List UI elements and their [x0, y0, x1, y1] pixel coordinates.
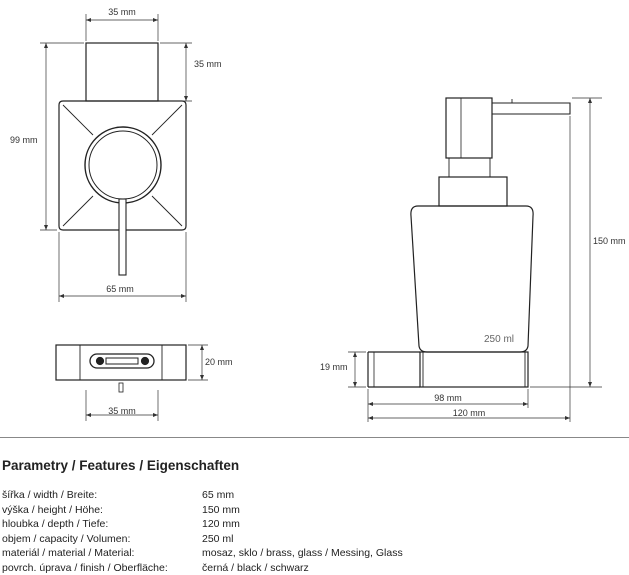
table-row: hloubka / depth / Tiefe: 120 mm	[2, 517, 403, 532]
dim-plate-height: 20 mm	[205, 357, 233, 367]
feature-value: 120 mm	[202, 517, 403, 532]
bottle-collar	[439, 177, 507, 206]
dim-base-height: 19 mm	[320, 362, 348, 372]
technical-drawing: 35 mm 35 mm 99 mm 65 mm 20 mm 35 mm	[0, 0, 629, 430]
dim-top-width: 35 mm	[108, 7, 136, 17]
feature-value: 250 ml	[202, 532, 403, 547]
wall-arm	[368, 352, 420, 387]
front-rod	[119, 199, 126, 275]
front-neck-block	[86, 43, 158, 101]
feature-value: 65 mm	[202, 488, 403, 503]
front-ring	[85, 127, 161, 203]
feature-label: materiál / material / Material:	[2, 546, 202, 561]
dim-top-height: 35 mm	[194, 59, 222, 69]
side-dimensions	[348, 98, 602, 422]
feature-label: povrch. úprava / finish / Oberfläche:	[2, 561, 202, 575]
front-dimensions	[40, 14, 192, 302]
feature-label: výška / height / Höhe:	[2, 503, 202, 518]
dim-bottom-width: 35 mm	[108, 406, 136, 416]
dim-depth-short: 98 mm	[434, 393, 462, 403]
features-table: šířka / width / Breite: 65 mm výška / he…	[2, 488, 403, 575]
feature-value: černá / black / schwarz	[202, 561, 403, 575]
pump-head	[446, 98, 492, 158]
holder-ring	[420, 352, 528, 387]
feature-value: 150 mm	[202, 503, 403, 518]
table-row: objem / capacity / Volumen: 250 ml	[2, 532, 403, 547]
feature-label: hloubka / depth / Tiefe:	[2, 517, 202, 532]
feature-value: mosaz, sklo / brass, glass / Messing, Gl…	[202, 546, 403, 561]
feature-label: objem / capacity / Volumen:	[2, 532, 202, 547]
table-row: výška / height / Höhe: 150 mm	[2, 503, 403, 518]
section-divider	[0, 437, 629, 438]
features-title: Parametry / Features / Eigenschaften	[2, 458, 239, 473]
glass-bottle	[411, 206, 533, 352]
table-row: povrch. úprava / finish / Oberfläche: če…	[2, 561, 403, 575]
bottom-dimensions	[86, 345, 208, 421]
table-row: šířka / width / Breite: 65 mm	[2, 488, 403, 503]
dim-front-width: 65 mm	[106, 284, 134, 294]
front-view	[59, 43, 186, 275]
table-row: materiál / material / Material: mosaz, s…	[2, 546, 403, 561]
dim-front-height: 99 mm	[10, 135, 38, 145]
dim-depth: 120 mm	[453, 408, 486, 418]
feature-label: šířka / width / Breite:	[2, 488, 202, 503]
side-view	[368, 98, 570, 387]
dim-side-height: 150 mm	[593, 236, 626, 246]
capacity-label: 250 ml	[484, 334, 514, 345]
pump-nozzle	[492, 103, 570, 114]
bottom-view	[56, 345, 186, 392]
